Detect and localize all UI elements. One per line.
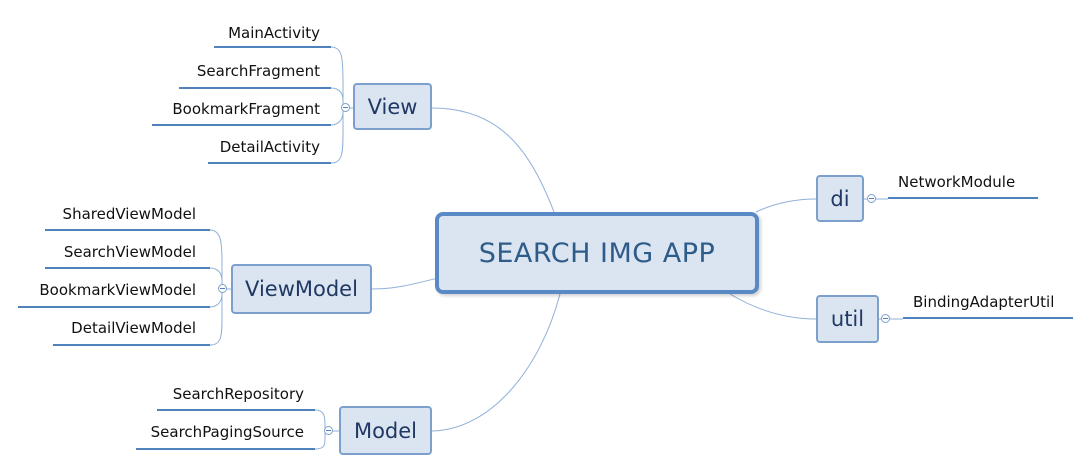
central-topic[interactable]: SEARCH IMG APP	[435, 212, 759, 294]
leaf-networkmodule[interactable]: NetworkModule	[898, 173, 1016, 191]
connector-view-mid2	[330, 111, 344, 126]
branch-viewmodel[interactable]: ViewModel	[231, 264, 372, 314]
collapse-view-toggle[interactable]	[341, 103, 350, 112]
collapse-di-toggle[interactable]	[867, 194, 876, 203]
leaf-searchviewmodel[interactable]: SearchViewModel	[63, 243, 196, 261]
leaf-detailviewmodel[interactable]: DetailViewModel	[71, 319, 196, 337]
branch-model[interactable]: Model	[339, 406, 432, 455]
collapse-util-toggle[interactable]	[881, 314, 890, 323]
connector-central-model	[431, 293, 561, 432]
branch-util[interactable]: util	[816, 295, 879, 343]
connector-viewmodel-mid2	[209, 293, 223, 308]
leaf-bindingadapterutil[interactable]: BindingAdapterUtil	[913, 293, 1055, 311]
collapse-model-toggle[interactable]	[324, 426, 333, 435]
connector-viewmodel-mid1	[209, 267, 223, 282]
connector-central-di	[755, 198, 817, 213]
leaf-searchrepository[interactable]: SearchRepository	[172, 385, 304, 403]
connector-central-viewmodel	[370, 277, 439, 290]
branch-di[interactable]: di	[816, 175, 864, 222]
leaf-sharedviewmodel[interactable]: SharedViewModel	[62, 205, 196, 223]
leaf-mainactivity[interactable]: MainActivity	[228, 24, 320, 42]
leaf-bookmarkviewmodel[interactable]: BookmarkViewModel	[39, 281, 196, 299]
connector-central-util	[729, 293, 817, 320]
leaf-bookmarkfragment[interactable]: BookmarkFragment	[172, 100, 320, 118]
collapse-viewmodel-toggle[interactable]	[218, 284, 227, 293]
leaf-detailactivity[interactable]: DetailActivity	[219, 138, 320, 156]
leaf-searchpagingsource[interactable]: SearchPagingSource	[150, 423, 304, 441]
leaf-searchfragment[interactable]: SearchFragment	[196, 62, 320, 80]
branch-view[interactable]: View	[353, 83, 432, 130]
connector-central-view	[431, 107, 555, 213]
connector-view-mid1	[330, 87, 344, 101]
